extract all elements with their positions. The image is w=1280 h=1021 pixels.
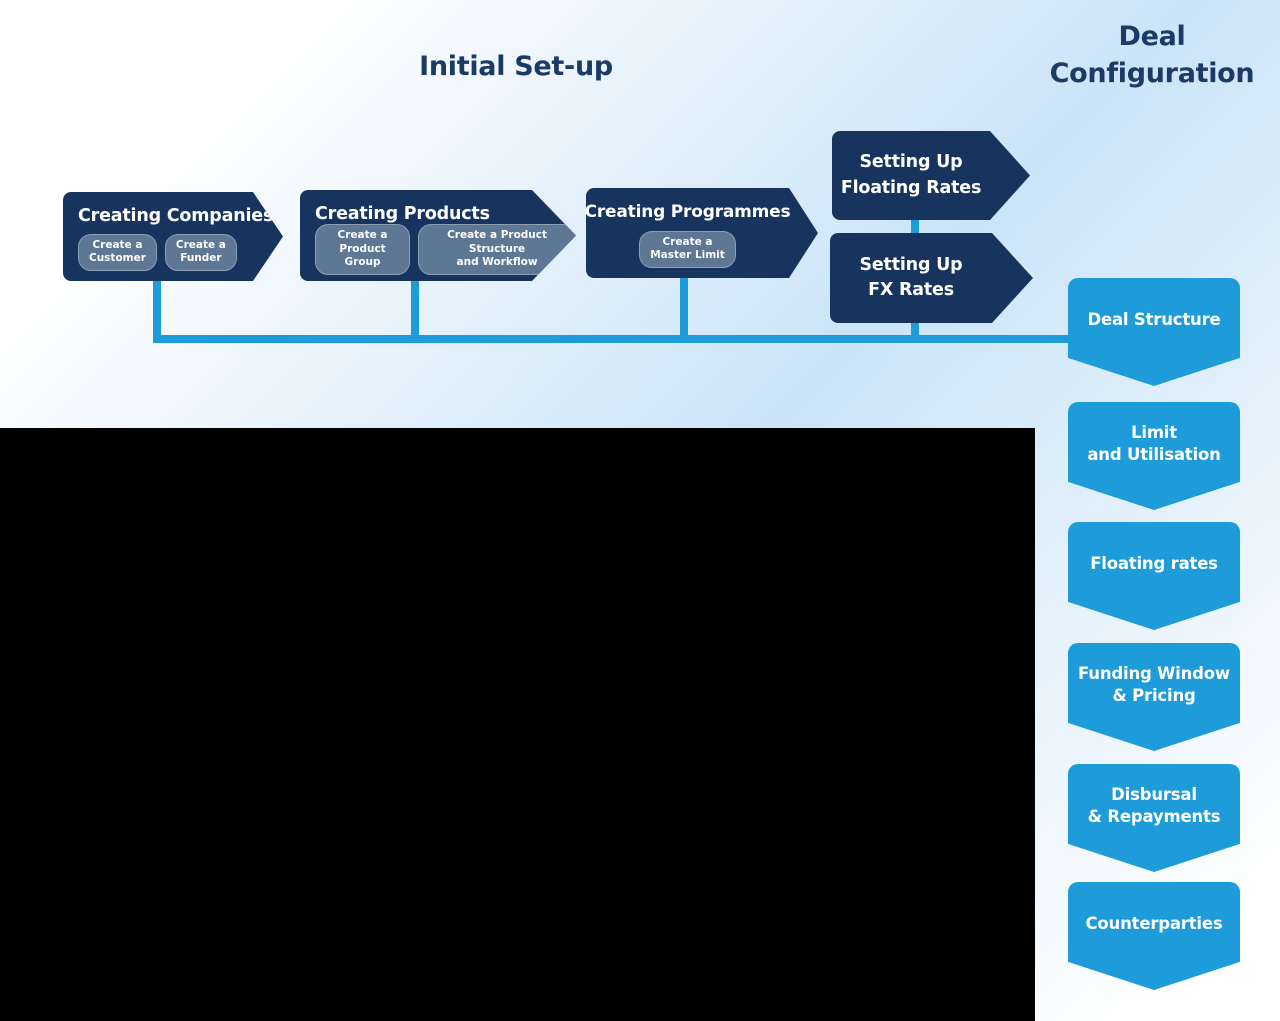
setting-up-fx-rates-box: Setting Up FX Rates bbox=[830, 233, 1033, 323]
connector-horizontal-main bbox=[153, 335, 1070, 343]
creating-companies-label: Creating Companies bbox=[78, 206, 274, 226]
connector-vertical-companies bbox=[153, 276, 161, 343]
create-customer-pill: Create a Customer bbox=[78, 233, 157, 271]
counterparties-label: Counterparties bbox=[1085, 913, 1223, 933]
creating-programmes-pills: Create a Master Limit bbox=[639, 230, 736, 268]
creating-companies-pills: Create a Customer Create a Funder bbox=[78, 233, 283, 271]
create-master-limit-pill: Create a Master Limit bbox=[639, 230, 736, 268]
connector-vertical-products bbox=[411, 276, 419, 343]
creating-products-label: Creating Products bbox=[315, 204, 490, 224]
connector-vertical-fx-down bbox=[911, 318, 919, 343]
disbursal-repayments-banner: Disbursal & Repayments bbox=[1068, 764, 1240, 872]
blacked-out-region bbox=[0, 428, 1035, 1021]
initial-setup-title: Initial Set-up bbox=[419, 51, 613, 82]
creating-products-box: Creating Products Create a Product Group… bbox=[300, 190, 576, 281]
connector-vertical-programmes bbox=[680, 274, 688, 343]
setting-up-floating-rates-label: Setting Up Floating Rates bbox=[840, 152, 982, 198]
creating-programmes-box: Creating Programmes Create a Master Limi… bbox=[586, 188, 818, 278]
create-product-structure-pill: Create a Product Structure and Workflow bbox=[418, 224, 576, 275]
deal-configuration-title: Deal Configuration bbox=[1049, 21, 1255, 89]
floating-rates-banner: Floating rates bbox=[1068, 522, 1240, 630]
limit-and-utilisation-banner: Limit and Utilisation bbox=[1068, 402, 1240, 510]
counterparties-banner: Counterparties bbox=[1068, 882, 1240, 990]
creating-products-pills: Create a Product Group Create a Product … bbox=[315, 224, 576, 275]
floating-rates-label: Floating rates bbox=[1090, 553, 1218, 573]
create-funder-pill: Create a Funder bbox=[164, 233, 237, 271]
disbursal-repayments-label: Disbursal & Repayments bbox=[1087, 784, 1221, 826]
setting-up-fx-rates-label: Setting Up FX Rates bbox=[859, 254, 963, 300]
setting-up-floating-rates-box: Setting Up Floating Rates bbox=[832, 131, 1030, 220]
funding-window-pricing-label: Funding Window & Pricing bbox=[1078, 663, 1230, 705]
deal-structure-label: Deal Structure bbox=[1087, 309, 1221, 329]
deal-structure-banner: Deal Structure bbox=[1068, 278, 1240, 386]
limit-and-utilisation-label: Limit and Utilisation bbox=[1087, 422, 1221, 464]
funding-window-pricing-banner: Funding Window & Pricing bbox=[1068, 643, 1240, 751]
connector-vertical-floating-to-fx bbox=[911, 216, 919, 236]
creating-programmes-label: Creating Programmes bbox=[584, 202, 791, 222]
create-product-group-pill: Create a Product Group bbox=[315, 224, 411, 275]
creating-companies-box: Creating Companies Create a Customer Cre… bbox=[63, 192, 283, 281]
